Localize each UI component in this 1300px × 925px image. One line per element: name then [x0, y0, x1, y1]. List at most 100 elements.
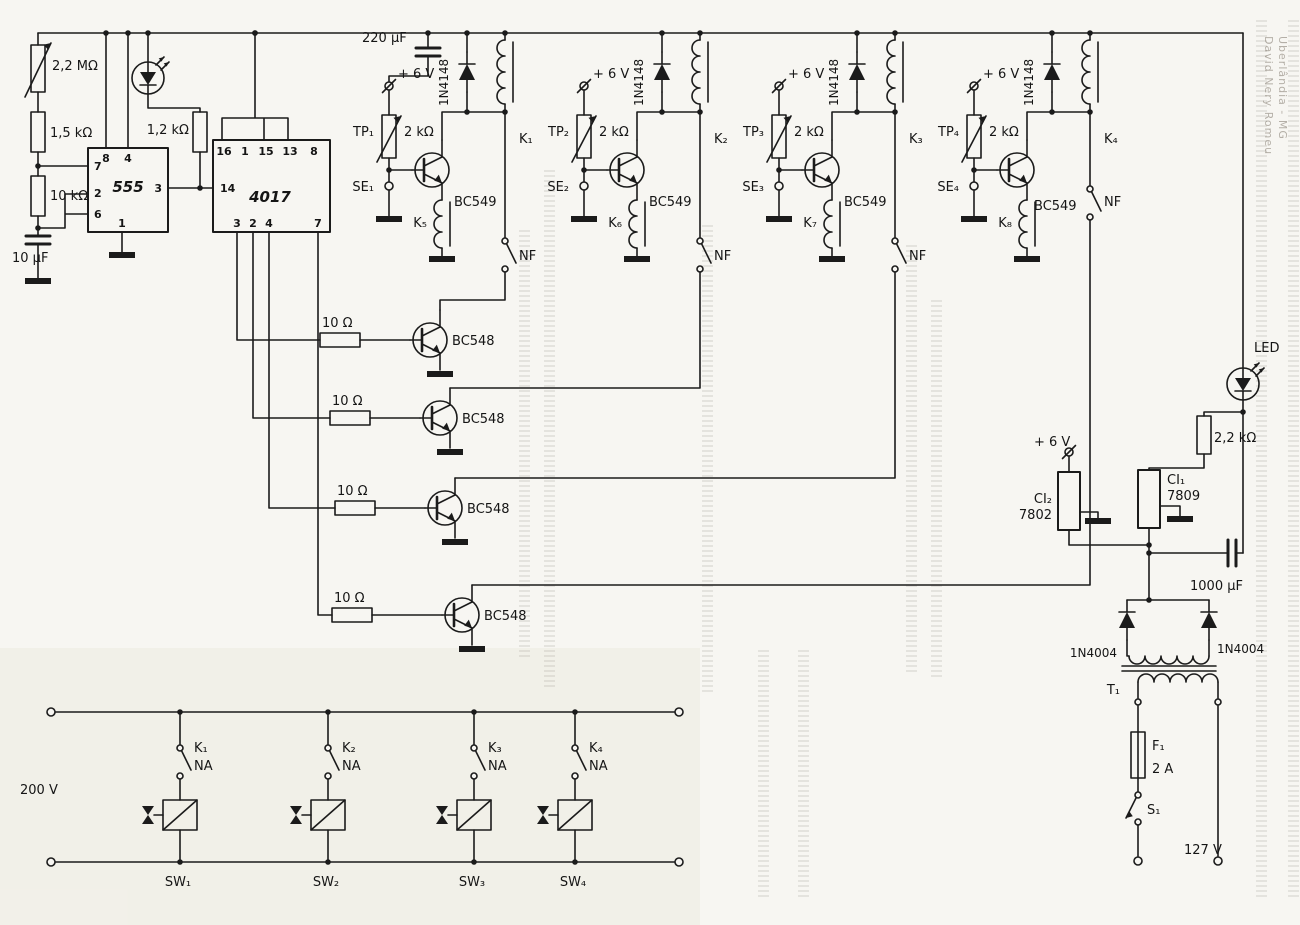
- label-k3: K₃: [909, 132, 923, 147]
- label-ci1-part: 7809: [1167, 489, 1200, 504]
- relay-stage-3: + 6 V TP₃ 2 kΩ SE₃ BC549 1N4148 K₃ K₇: [268, 32, 926, 545]
- resistor-10ohm: [319, 332, 361, 348]
- label-bc548: BC548: [452, 334, 495, 349]
- transistor-bc549: [995, 138, 1036, 202]
- label-k3-contact: K₃: [488, 741, 502, 756]
- pin-8: 8: [102, 152, 110, 165]
- power-rail-top: [37, 30, 1244, 36]
- label-k2-contact: K₂: [342, 741, 356, 756]
- pin-7: 7: [94, 160, 102, 173]
- label-ci2: CI₂: [1034, 492, 1052, 507]
- driver-bc548-2: 10 Ω BC548: [252, 231, 505, 455]
- pin-1: 1: [118, 217, 126, 230]
- label-2k: 2 kΩ: [599, 125, 629, 140]
- mains-terminal: [1213, 856, 1223, 866]
- trimpot-tp4: [966, 114, 982, 159]
- line-terminal: [674, 707, 684, 717]
- driver-bc548-4: 10 Ω BC548: [317, 231, 527, 652]
- label-k5: K₅: [413, 216, 427, 231]
- ic-555: 555 8 4 7 2 6 3 1: [37, 32, 169, 258]
- label-bc548: BC548: [484, 609, 527, 624]
- oscillator-555-section: 2,2 MΩ 1,5 kΩ 10 kΩ 10 µF: [12, 32, 208, 284]
- label-na: NA: [488, 759, 507, 774]
- label-1n4148: 1N4148: [437, 59, 451, 106]
- label-na: NA: [589, 759, 608, 774]
- relay-coil-k5: [433, 199, 451, 249]
- transistor-bc548: [423, 476, 464, 540]
- capacitor-10uf: 10 µF: [12, 215, 52, 284]
- label-10ohm: 10 Ω: [322, 316, 353, 331]
- relay-coil-k8: [1018, 199, 1036, 249]
- pin-1: 1: [241, 145, 249, 158]
- label-10ohm: 10 Ω: [337, 484, 368, 499]
- label-ci2-part: 7802: [1019, 508, 1052, 523]
- nf-contact-1: [501, 237, 517, 273]
- label-bc549: BC549: [649, 195, 692, 210]
- label-plus6v: + 6 V: [398, 67, 434, 82]
- driver-bc548-1: 10 Ω BC548: [236, 231, 495, 377]
- label-bc549: BC549: [1034, 199, 1077, 214]
- se4-terminal: [969, 181, 979, 191]
- pin-13: 13: [282, 145, 297, 158]
- label-r-10k: 10 kΩ: [50, 189, 88, 204]
- power-led: [1226, 362, 1265, 401]
- transistor-bc549: [800, 138, 841, 202]
- pin-7: 7: [314, 217, 322, 230]
- label-se1: SE₁: [352, 180, 374, 195]
- label-pot-main: 2,2 MΩ: [52, 59, 98, 74]
- trimpot-tp3: [771, 114, 787, 159]
- se1-terminal: [384, 181, 394, 191]
- driver-bc548-3: 10 Ω BC548: [268, 231, 510, 545]
- filter-cap-220uf: 220 µF: [362, 31, 442, 83]
- timing-potentiometer: 2,2 MΩ: [24, 32, 98, 98]
- label-r-2k2: 2,2 kΩ: [1214, 431, 1256, 446]
- transistor-bc548: [408, 308, 449, 372]
- transistor-bc549: [410, 138, 451, 202]
- transistor-bc548: [418, 386, 459, 450]
- relay-coil-k2: [691, 39, 709, 105]
- resistor-1k5: 1,5 kΩ: [30, 91, 92, 153]
- label-sw2: SW₂: [313, 875, 339, 890]
- label-na: NA: [194, 759, 213, 774]
- pin-4: 4: [124, 152, 132, 165]
- label-tp1: TP₁: [352, 125, 374, 140]
- label-plus6v: + 6 V: [983, 67, 1019, 82]
- pin-4: 4: [265, 217, 273, 230]
- valve-branch-1: [141, 708, 198, 866]
- valve-branch-3: [435, 708, 492, 866]
- relay-coil-k7: [823, 199, 841, 249]
- label-f1-rating: 2 A: [1152, 762, 1173, 777]
- transformer-t1: T₁: [1106, 639, 1223, 866]
- led-indicator-555: 1,2 kΩ: [131, 32, 208, 191]
- relay-stage-1: 220 µF + 6 V TP₁ 2 kΩ SE₁ BC549 1N4148: [236, 31, 536, 377]
- diode-1n4148: [1043, 51, 1061, 93]
- label-bc548: BC548: [467, 502, 510, 517]
- diode-1n4148: [458, 51, 476, 93]
- label-t1: T₁: [1106, 683, 1120, 698]
- pin-16: 16: [216, 145, 232, 158]
- fuse-f1: F₁ 2 A: [1130, 731, 1173, 779]
- relay-stage-4: + 6 V TP₄ 2 kΩ SE₄ BC549 1N4148 K₄ K₈: [317, 32, 1121, 652]
- label-nf: NF: [519, 249, 536, 264]
- diode-1n4148: [653, 51, 671, 93]
- label-sw1: SW₁: [165, 875, 191, 890]
- label-c-10uf: 10 µF: [12, 251, 48, 266]
- label-k4: K₄: [1104, 132, 1118, 147]
- valve-branch-2: [289, 708, 346, 866]
- valve-branch-4: [536, 708, 593, 866]
- pin-15: 15: [258, 145, 273, 158]
- label-led: LED: [1254, 341, 1279, 356]
- label-r-1k5: 1,5 kΩ: [50, 126, 92, 141]
- label-bc548: BC548: [462, 412, 505, 427]
- label-tp2: TP₂: [547, 125, 569, 140]
- label-1n4148: 1N4148: [1022, 59, 1036, 106]
- label-10ohm: 10 Ω: [334, 591, 365, 606]
- pin-3: 3: [154, 182, 162, 195]
- label-na: NA: [342, 759, 361, 774]
- label-f1: F₁: [1152, 739, 1165, 754]
- line-terminal: [674, 857, 684, 867]
- ic-4017-name: 4017: [248, 188, 291, 206]
- label-2k: 2 kΩ: [794, 125, 824, 140]
- mains-terminal: [1133, 856, 1143, 866]
